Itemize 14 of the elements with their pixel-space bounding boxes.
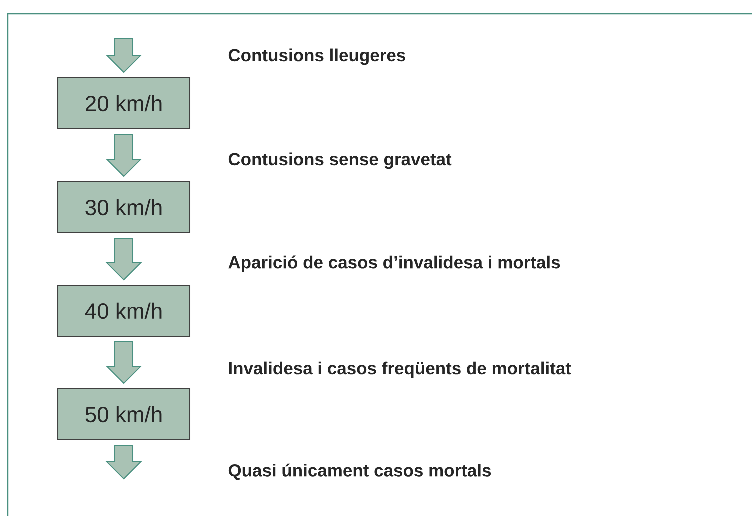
block-arrow <box>106 238 142 281</box>
effect-text: Invalidesa i casos freqüents de mortalitat <box>229 362 572 378</box>
block-arrow <box>106 444 142 480</box>
speed-box: 30 km/h <box>58 182 190 234</box>
effect-text: Contusions lleugeres <box>228 48 406 66</box>
effect-text: Contusions sense gravetat <box>228 152 452 170</box>
speed-box: 20 km/h <box>58 78 190 130</box>
block-arrow <box>106 134 142 178</box>
block-arrow <box>106 38 142 74</box>
speed-box: 40 km/h <box>58 285 190 337</box>
speed-box: 50 km/h <box>58 388 190 440</box>
block-arrow <box>106 342 142 384</box>
effect-text: Aparició de casos d’invalidesa i mortals <box>228 256 560 272</box>
effect-text: Quasi únicament casos mortals <box>228 464 492 480</box>
